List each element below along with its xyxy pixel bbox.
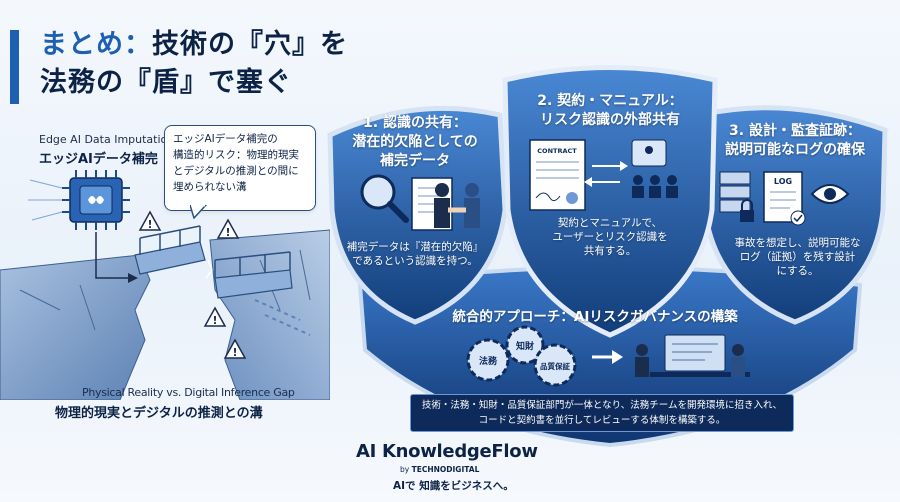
users-icon (631, 139, 678, 198)
log-document-icon: LOG (763, 171, 806, 226)
shield-desc-line: ユーザーとリスク認識を (552, 231, 668, 243)
shield-3-title: 3. 設計・監査証跡： 説明可能なログの確保 (710, 122, 880, 160)
exchange-arrows-icon (584, 161, 628, 187)
shield-title-line: 潜在的欠陥としての (352, 134, 478, 150)
title-line2: 法務の『盾』で塞ぐ (40, 67, 292, 98)
title-prefix: まとめ： (40, 29, 152, 60)
shield-desc-line: ログ（証拠）を残す設計 (739, 251, 856, 263)
arrow-right-icon (592, 350, 623, 364)
shield-desc-line: にする。 (776, 265, 819, 277)
shield-desc-line: 契約とマニュアルで、 (557, 217, 663, 229)
page-title: まとめ：技術の『穴』を 法務の『盾』で塞ぐ (40, 26, 348, 102)
eye-icon (810, 184, 850, 204)
gears-icon: 法務 知財 品質保証 (466, 325, 577, 387)
edge-ai-label-ja: エッジAIデータ補完 (39, 152, 158, 167)
log-label: LOG (774, 177, 792, 186)
bubble-line: とデジタルの推測との間に (173, 165, 299, 177)
integrated-approach-title: 統合的アプローチ：AIリスクガバナンスの構築 (452, 309, 738, 325)
shield-desc-line: であるという認識を持つ。 (352, 255, 478, 267)
shield-desc-line: 事故を想定し、説明可能な (734, 237, 861, 249)
lock-icon (740, 199, 754, 222)
ai-chip-icon (28, 170, 130, 230)
shield-2-desc: 契約とマニュアルで、 ユーザーとリスク認識を 共有する。 (525, 216, 695, 258)
title-line1: 技術の『穴』を (152, 29, 348, 60)
brand-by: by (400, 465, 410, 474)
warning-icon: ! ! ! ! (138, 210, 247, 359)
shield-1-desc: 補完データは『潜在的欠陥』 であるという認識を持つ。 (345, 240, 485, 268)
shield-title-line: 2. 契約・マニュアル： (537, 93, 683, 109)
shield-desc-line: 共有する。 (583, 245, 637, 257)
gear-label: 品質保証 (540, 361, 570, 371)
team-meeting-icon (635, 334, 750, 377)
gap-illustration: ! ! ! ! (0, 170, 330, 400)
bubble-line: 埋められない溝 (173, 181, 247, 193)
shield-title-line: リスク認識の外部共有 (540, 112, 680, 128)
shield-2-title: 2. 契約・マニュアル： リスク認識の外部共有 (515, 92, 705, 130)
gap-label-en: Physical Reality vs. Digital Inference G… (82, 386, 295, 399)
brand-logo: AI KnowledgeFlow (356, 441, 538, 462)
svg-text:!: ! (147, 218, 152, 231)
svg-text:!: ! (212, 314, 217, 327)
shield-2 (502, 65, 718, 338)
banner-line: コードと契約書を並行してレビューする体制を構築する。 (478, 415, 726, 426)
gap-label-ja: 物理的現実とデジタルの推測との溝 (55, 406, 263, 421)
edge-ai-label-en: Edge AI Data Imputation (39, 133, 175, 146)
shield-title-line: 補完データ (380, 153, 450, 169)
shield-1-title: 1. 認識の共有： 潜在的欠陥としての 補完データ (340, 114, 490, 171)
contract-icon: CONTRACT (529, 139, 586, 211)
shield-title-line: 説明可能なログの確保 (725, 142, 865, 158)
magnifier-icon (360, 174, 409, 223)
integrated-banner: 技術・法務・知財・品質保証部門が一体となり、法務チームを開発環境に招き入れ、 コ… (410, 394, 794, 432)
bubble-line: エッジAIデータ補完の (173, 133, 278, 145)
banner-line: 技術・法務・知財・品質保証部門が一体となり、法務チームを開発環境に招き入れ、 (421, 400, 783, 411)
shield-desc-line: 補完データは『潜在的欠陥』 (346, 241, 484, 253)
bubble-tail (190, 205, 208, 219)
gear-label: 法務 (479, 355, 498, 367)
contract-label: CONTRACT (537, 147, 577, 155)
shield-title-line: 3. 設計・監査証跡： (729, 123, 861, 139)
brand-tagline: AIで 知識をビジネスへ。 (393, 480, 514, 492)
gear-label: 知財 (515, 340, 534, 352)
bubble-line: 構造的リスク：物理的現実 (173, 149, 299, 161)
svg-text:!: ! (232, 346, 237, 359)
risk-speech-bubble: エッジAIデータ補完の 構造的リスク：物理的現実 とデジタルの推測との間に 埋め… (164, 125, 316, 211)
brand-byline: by TECHNODIGITAL (400, 465, 479, 474)
broken-bridge-icon (134, 225, 293, 299)
shield-3-desc: 事故を想定し、説明可能な ログ（証拠）を残す設計 にする。 (715, 236, 880, 278)
title-accent-bar (10, 30, 19, 104)
brand-company: TECHNODIGITAL (411, 465, 480, 474)
handshake-icon (434, 183, 480, 228)
shield-title-line: 1. 認識の共有： (363, 115, 467, 131)
svg-text:!: ! (225, 226, 230, 239)
server-icon (719, 171, 751, 213)
